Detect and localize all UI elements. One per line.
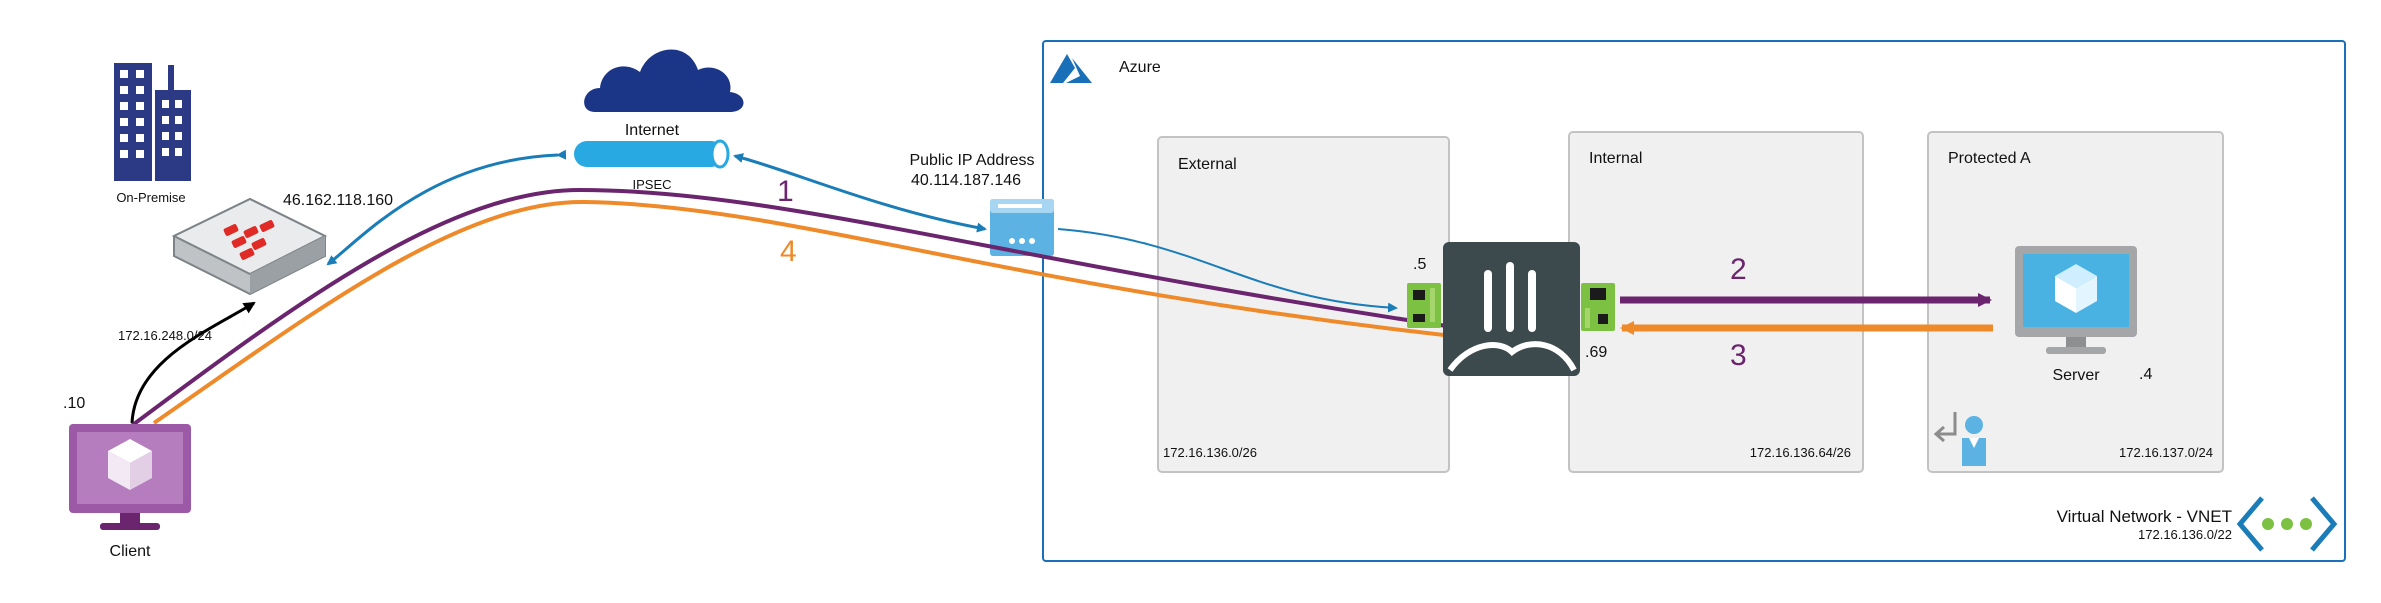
- flow-step-1: 1: [777, 175, 794, 208]
- vnet-icon: [2236, 496, 2338, 552]
- cloud-icon: [584, 49, 744, 112]
- azure-label: Azure: [1119, 59, 1161, 76]
- fortinet-logo-icon: [223, 220, 275, 260]
- server-monitor-icon: [2015, 246, 2137, 354]
- client-to-onprem-link: [130, 301, 256, 424]
- onprem-public-ip: 46.162.118.160: [283, 192, 393, 209]
- client-host-ip: .10: [63, 395, 85, 412]
- client-label: Client: [110, 543, 151, 560]
- public-ip-icon: [990, 199, 1054, 256]
- internet-to-public-ip-link: [733, 153, 987, 233]
- fortigate-external-ip: .5: [1413, 256, 1426, 273]
- internal-subnet-cidr: 172.16.136.64/26: [1750, 445, 1851, 460]
- fortigate-vm-icon: [1443, 242, 1580, 376]
- protected-subnet-cidr: 172.16.137.0/24: [2119, 445, 2213, 460]
- flow-purple-path: [128, 187, 1462, 429]
- flow-step-2: 2: [1730, 253, 1747, 286]
- ipsec-label: IPSEC: [632, 177, 671, 192]
- ipsec-tunnel-icon: [574, 139, 730, 169]
- vnet-cidr: 172.16.136.0/22: [2138, 527, 2232, 542]
- azure-logo-icon: [1050, 54, 1092, 83]
- server-host-ip: .4: [2139, 366, 2152, 383]
- protected-subnet-label: Protected A: [1948, 150, 2031, 167]
- onprem-to-internet-link: [326, 149, 567, 266]
- flow-step-3: 3: [1730, 339, 1747, 372]
- public-ip-to-fortigate-link: [1057, 228, 1398, 313]
- external-subnet-cidr: 172.16.136.0/26: [1163, 445, 1257, 460]
- public-ip-title: Public IP Address: [909, 152, 1034, 169]
- server-label: Server: [2052, 367, 2100, 384]
- vnet-label: Virtual Network - VNET: [2057, 507, 2232, 526]
- flow-orange-path: [152, 199, 1492, 425]
- onprem-label: On-Premise: [116, 190, 185, 205]
- building-icon: [114, 63, 191, 181]
- internal-nic-icon: [1581, 283, 1615, 331]
- internal-subnet-label: Internal: [1589, 150, 1642, 167]
- external-subnet-label: External: [1178, 156, 1237, 173]
- external-nic-icon: [1407, 283, 1441, 328]
- fortigate-internal-ip: .69: [1585, 344, 1607, 361]
- internet-label: Internet: [625, 122, 680, 139]
- public-ip-address: 40.114.187.146: [911, 172, 1021, 189]
- client-monitor-icon: [69, 424, 191, 530]
- flow-step-4: 4: [780, 235, 797, 268]
- onprem-fortigate-appliance: [171, 197, 328, 296]
- onprem-subnet: 172.16.248.0/24: [118, 328, 212, 343]
- route-user-icon: [1933, 412, 1986, 466]
